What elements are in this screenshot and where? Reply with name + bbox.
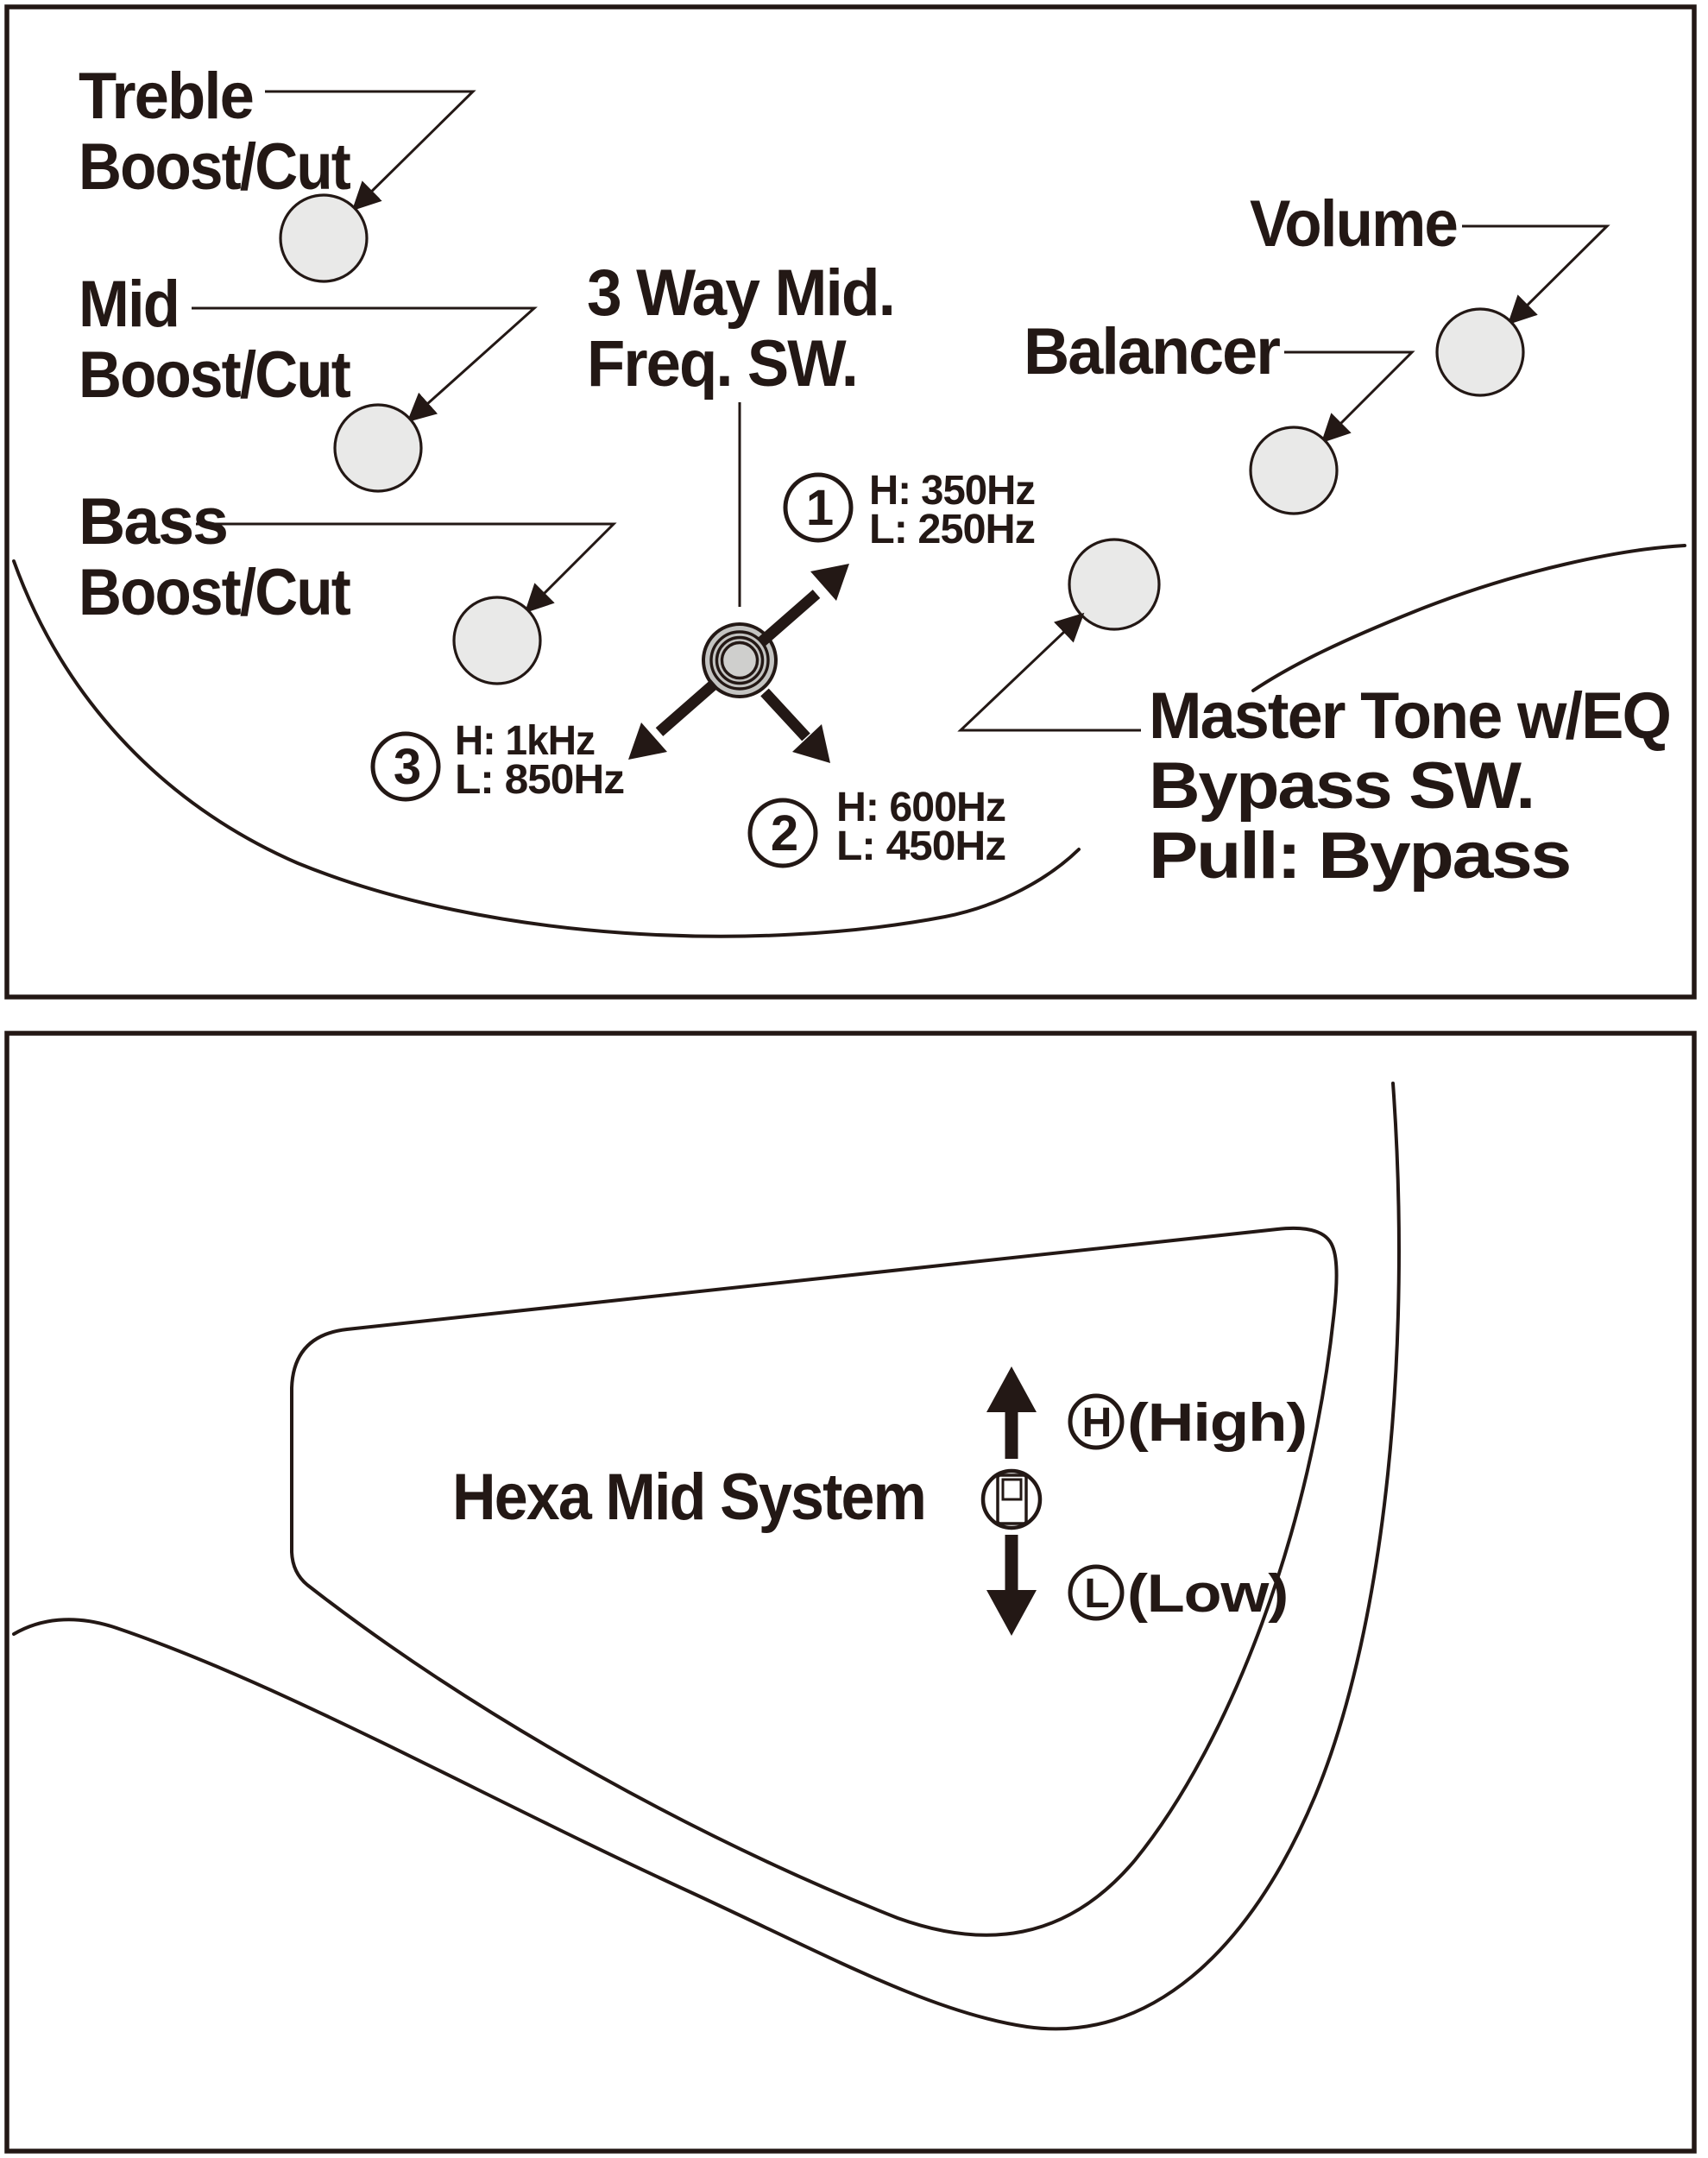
treble-leader-arrow (265, 90, 476, 211)
freq-option-2-high: H: 600Hz (836, 785, 1005, 830)
freq-option-3-circle (370, 731, 441, 802)
freq-option-1: 1 H: 350Hz L: 250Hz (783, 468, 1036, 552)
master-tone-knob (1068, 538, 1161, 631)
low-letter-circle (1068, 1564, 1125, 1621)
freq-option-3-number: 3 (394, 739, 421, 795)
mid-freq-rotary-switch (702, 622, 778, 698)
body-contour-bottom (12, 1082, 1401, 2031)
balancer-leader-arrow (1284, 350, 1415, 444)
high-letter-circle (1068, 1393, 1125, 1450)
bass-knob (452, 596, 542, 685)
switch-arrow-ne-head (810, 564, 849, 601)
bottom-panel-border (4, 1031, 1697, 2154)
hexa-mid-switch-icon (980, 1468, 1043, 1530)
volume-leader-arrow (1462, 224, 1610, 325)
low-label: (Low) (1127, 1564, 1288, 1624)
bass-label-group: Bass Boost/Cut (79, 485, 617, 629)
freq-option-2-low: L: 450Hz (836, 823, 1005, 869)
balancer-label-group: Balancer (1024, 315, 1415, 444)
bass-label-line1: Bass (79, 485, 227, 558)
mid-label-line1: Mid (79, 268, 179, 341)
body-contour-upper-right (1251, 544, 1686, 692)
freq-option-2-number: 2 (771, 805, 798, 861)
switch-arrow-se-head (792, 724, 830, 763)
freq-option-1-circle (783, 472, 854, 543)
low-direction-group: L (Low) (986, 1535, 1289, 1636)
switch-arrow-sw-shaft (655, 679, 719, 736)
low-letter: L (1084, 1571, 1109, 1617)
treble-knob (279, 193, 369, 283)
mid-freq-switch-label-line1: 3 Way Mid. (587, 256, 894, 330)
freq-option-2: 2 H: 600Hz L: 450Hz (747, 785, 1006, 869)
mid-label-line2: Boost/Cut (79, 338, 351, 412)
volume-label-group: Volume (1250, 187, 1610, 325)
bottom-panel: Hexa Mid System H (High) L (Low) (4, 1031, 1697, 2154)
freq-option-1-low: L: 250Hz (869, 507, 1035, 552)
mid-knob (333, 403, 423, 493)
bass-leader-arrow (196, 522, 617, 614)
switch-arrow-ne-shaft (757, 590, 821, 647)
volume-knob (1435, 307, 1525, 397)
mid-leader-arrow (192, 306, 538, 423)
treble-label-line2: Boost/Cut (79, 130, 351, 204)
master-tone-label-line2: Bypass SW. (1149, 749, 1534, 823)
mid-label-group: Mid Boost/Cut (79, 268, 538, 423)
switch-arrow-sw-head (628, 722, 667, 760)
control-cavity-plate-outline (290, 1226, 1339, 1937)
mid-freq-switch-label-group: 3 Way Mid. Freq. SW. (587, 256, 896, 607)
high-direction-group: H (High) (986, 1366, 1308, 1459)
freq-option-1-high: H: 350Hz (869, 468, 1035, 514)
switch-arrow-se-shaft (760, 688, 810, 741)
freq-option-3: 3 H: 1kHz L: 850Hz (370, 718, 625, 803)
balancer-label: Balancer (1024, 315, 1280, 388)
hexa-mid-system-label: Hexa Mid System (452, 1461, 925, 1534)
top-panel-border (4, 4, 1697, 1000)
high-letter: H (1082, 1400, 1112, 1446)
master-tone-leader-arrow (957, 612, 1141, 732)
master-tone-label-line3: Pull: Bypass (1149, 819, 1570, 893)
freq-option-1-number: 1 (806, 480, 834, 536)
top-panel: Treble Boost/Cut Mid Boost/Cut Bass Boos… (4, 4, 1697, 1000)
up-arrow-head (986, 1366, 1037, 1412)
master-tone-label-line1: Master Tone w/EQ (1149, 679, 1670, 753)
freq-option-3-low: L: 850Hz (455, 757, 624, 803)
switch-position-arrows (628, 564, 849, 763)
freq-option-2-circle (747, 798, 818, 868)
balancer-knob (1249, 426, 1339, 515)
body-contour-lower-left (12, 559, 1081, 938)
treble-label-line1: Treble (79, 60, 253, 133)
freq-option-3-high: H: 1kHz (455, 718, 595, 764)
down-arrow-head (986, 1590, 1037, 1636)
bass-label-line2: Boost/Cut (79, 556, 351, 629)
mid-freq-switch-label-line2: Freq. SW. (587, 327, 857, 401)
treble-label-group: Treble Boost/Cut (79, 60, 476, 211)
master-tone-label-group: Master Tone w/EQ Bypass SW. Pull: Bypass (957, 612, 1672, 893)
high-label: (High) (1127, 1393, 1307, 1453)
volume-label: Volume (1250, 187, 1457, 261)
